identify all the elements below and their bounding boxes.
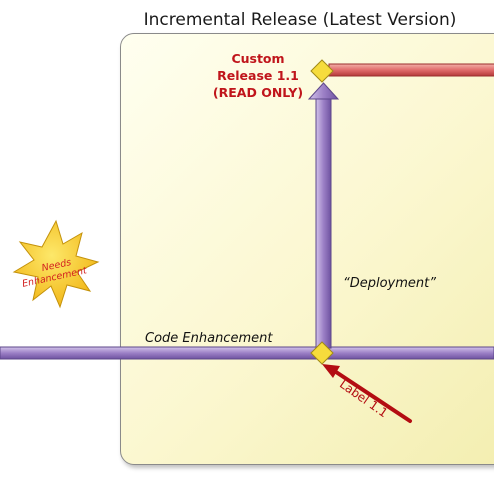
- release-container: [120, 33, 494, 465]
- label-arrow-shaft: [331, 368, 412, 423]
- custom-release-line3: (READ ONLY): [212, 85, 304, 100]
- custom-release-label: Custom Release 1.1 (READ ONLY): [196, 50, 320, 101]
- deployment-label: “Deployment”: [343, 276, 436, 291]
- needs-enhancement-star: [12, 219, 100, 309]
- deployment-arrowhead: [307, 82, 340, 100]
- code-enhancement-branch: [0, 346, 494, 360]
- code-enhancement-label: Code Enhancement: [145, 331, 273, 346]
- custom-release-branch: [328, 63, 494, 77]
- custom-release-line2: Release 1.1: [217, 68, 299, 83]
- deployment-shaft: [315, 97, 332, 349]
- custom-release-diamond: [310, 59, 334, 83]
- label-arrow-head: [322, 364, 340, 378]
- diagram-title: Incremental Release (Latest Version): [143, 10, 457, 30]
- custom-release-line1: Custom: [231, 51, 285, 66]
